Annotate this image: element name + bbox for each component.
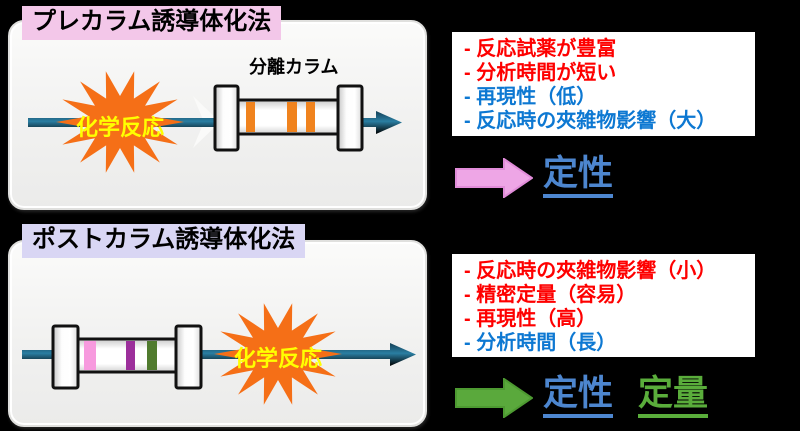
bullet-line: - 反応時の夾雑物影響（小）	[464, 260, 717, 282]
post-column-bullet-box: - 反応時の夾雑物影響（小） - 精密定量（容易） - 再現性（高） - 分析時…	[450, 252, 757, 359]
bullet-line: - 精密定量（容易）	[464, 284, 637, 306]
pink-block-arrow-icon	[455, 158, 533, 198]
pre-column-title: プレカラム誘導体化法	[22, 6, 282, 40]
separation-column-label: 分離カラム	[249, 57, 339, 77]
pre-result-qualitative: 定性	[543, 156, 614, 198]
bullet-line: - 分析時間（長）	[464, 332, 617, 354]
post-column-diagram	[22, 303, 416, 405]
column-cap-left	[51, 324, 80, 390]
band-green	[147, 341, 157, 370]
separation-column-graphic	[213, 84, 364, 152]
bullet-line: - 再現性（低）	[464, 86, 597, 108]
band-pink	[84, 341, 96, 370]
pre-column-diagram	[28, 71, 402, 173]
band-orange-3	[306, 102, 315, 132]
pre-burst-label: 化学反応	[75, 115, 164, 140]
bullet-line: - 反応時の夾雑物影響（大）	[464, 110, 717, 132]
post-result-quantitative: 定量	[638, 376, 709, 418]
column-cap-right	[336, 84, 364, 152]
post-burst-label: 化学反応	[233, 346, 322, 371]
column-cap-left	[213, 84, 240, 152]
column-cap-right	[174, 324, 203, 390]
band-orange-2	[287, 102, 297, 132]
post-result-qualitative: 定性	[543, 376, 614, 418]
starburst-icon	[56, 71, 184, 173]
pre-column-bullet-box: - 反応試薬が豊富 - 分析時間が短い - 再現性（低） - 反応時の夾雑物影響…	[450, 30, 757, 138]
bullet-line: - 反応試薬が豊富	[464, 38, 617, 60]
starburst-icon	[214, 303, 342, 405]
band-orange-1	[246, 102, 255, 132]
band-purple	[126, 341, 135, 370]
post-column-title: ポストカラム誘導体化法	[22, 224, 306, 258]
green-block-arrow-icon	[455, 378, 533, 418]
bullet-line: - 分析時間が短い	[464, 62, 617, 84]
bullet-line: - 再現性（高）	[464, 308, 597, 330]
separation-column-graphic	[51, 324, 203, 390]
